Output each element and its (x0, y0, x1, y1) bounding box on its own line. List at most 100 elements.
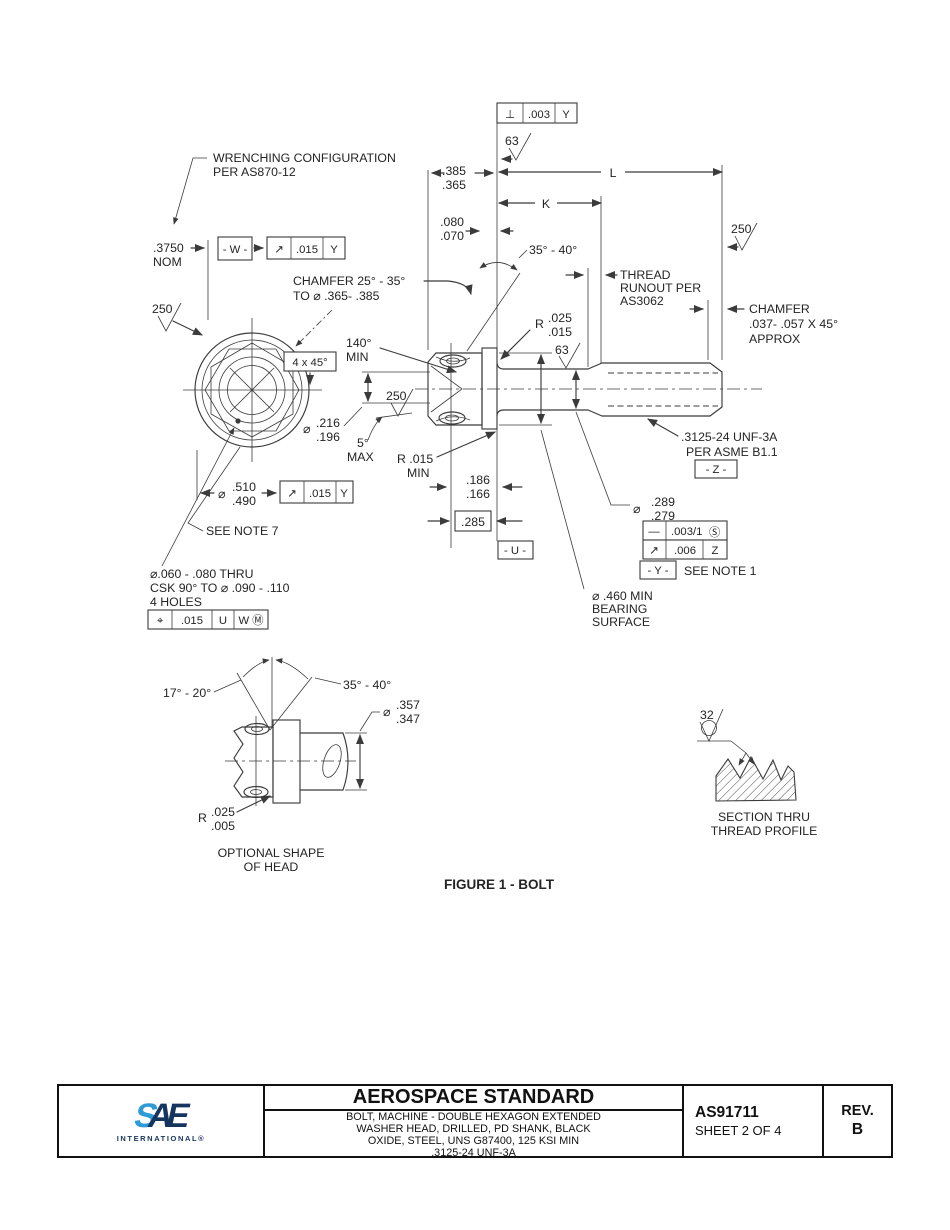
shank-diameter: ⌀ .289 .279 (571, 369, 675, 523)
svg-text:.186: .186 (466, 473, 490, 487)
svg-text:250: 250 (731, 222, 752, 236)
svg-text:.357: .357 (396, 698, 420, 712)
fcf-perpendicularity: ⊥ .003 Y (496, 102, 578, 124)
see-note-1: SEE NOTE 1 (684, 564, 757, 578)
svg-text:17° - 20°: 17° - 20° (163, 686, 211, 700)
svg-text:.025: .025 (211, 805, 235, 819)
svg-text:4 HOLES: 4 HOLES (150, 595, 202, 609)
sae-logo: S A E INTERNATIONAL® (59, 1086, 263, 1156)
description-line: .3125-24 UNF-3A (431, 1147, 516, 1159)
svg-text:⌀: ⌀ (383, 705, 390, 719)
surface-finish-63-shank: 63 (555, 342, 581, 369)
datum-z: - Z - (706, 464, 727, 476)
surface-finish-63-head: 63 (500, 132, 532, 164)
svg-text:.196: .196 (316, 430, 340, 444)
svg-text:.006: .006 (674, 545, 696, 557)
figure-caption: FIGURE 1 - BOLT (444, 877, 555, 892)
svg-text:.015: .015 (309, 488, 331, 500)
svg-text:Y: Y (330, 244, 338, 256)
standard-title: AEROSPACE STANDARD (265, 1086, 682, 1111)
svg-text:MAX: MAX (347, 450, 374, 464)
svg-text:.490: .490 (232, 494, 256, 508)
surface-finish-250-scallop: 250 (375, 388, 414, 419)
datum-y: - Y - SEE NOTE 1 (639, 560, 757, 580)
svg-text:.015: .015 (296, 244, 318, 256)
svg-text:R: R (198, 811, 207, 825)
dim-overall-length: L (610, 166, 617, 180)
dim-flange-thk-min: .070 (440, 229, 464, 243)
svg-text:AS3062: AS3062 (620, 294, 664, 308)
svg-text:SURFACE: SURFACE (592, 615, 650, 629)
description-line: BOLT, MACHINE - DOUBLE HEXAGON EXTENDED (346, 1111, 601, 1123)
basic-dim-285: .285 (461, 515, 485, 529)
document-number: AS91711 (695, 1104, 759, 1121)
drilled-holes-note: ⌀.060 - .080 THRU CSK 90° TO ⌀ .090 - .1… (147, 427, 290, 630)
svg-text:.005: .005 (211, 819, 235, 833)
svg-text:BEARING: BEARING (592, 602, 647, 616)
wrenching-note: WRENCHING CONFIGURATION PER AS870-12 (173, 151, 396, 225)
svg-text:R: R (535, 317, 544, 331)
svg-text:.037- .057 X 45°: .037- .057 X 45° (749, 317, 838, 331)
svg-text:THREAD: THREAD (620, 268, 671, 282)
svg-text:.216: .216 (316, 416, 340, 430)
svg-text:.003/1: .003/1 (671, 526, 702, 538)
svg-text:.025: .025 (548, 311, 572, 325)
fcf-position: ⌖ .015 U W Ⓜ (147, 609, 269, 630)
svg-text:MIN: MIN (407, 466, 430, 480)
svg-text:.3750: .3750 (153, 241, 184, 255)
svg-text:.289: .289 (651, 495, 675, 509)
engineering-drawing: L K .385 .365 .080 .070 ⊥ .003 Y 63 (147, 102, 838, 892)
bolt-side-view: 63 R .025 .015 ⌀ .289 .279 — .003/1 Ⓢ (303, 311, 778, 629)
svg-text:NOM: NOM (153, 255, 182, 269)
svg-text:CHAMFER: CHAMFER (749, 302, 810, 316)
head-chamfer-note: CHAMFER 25° - 35° TO ⌀ .365- .385 (293, 274, 473, 303)
svg-text:U: U (219, 615, 227, 627)
sae-logo-letters: S A E (130, 1097, 191, 1135)
svg-text:⌀ .460 MIN: ⌀ .460 MIN (592, 589, 653, 603)
datum-u: - U - (504, 545, 526, 557)
svg-text:63: 63 (555, 343, 569, 357)
see-note-7: SEE NOTE 7 (187, 446, 279, 538)
svg-text:Ⓢ: Ⓢ (709, 526, 720, 539)
fcf-straightness: — .003/1 Ⓢ (642, 520, 728, 541)
svg-text:5°: 5° (357, 436, 369, 450)
svg-text:63: 63 (505, 134, 519, 148)
svg-text:R .015: R .015 (397, 452, 433, 466)
svg-text:.3125-24 UNF-3A: .3125-24 UNF-3A (681, 430, 778, 444)
optional-head-view: ⌀ .357 .347 17° - 20° 35° - 40° R .025 .… (163, 657, 420, 874)
svg-text:Y: Y (340, 488, 348, 500)
svg-text:MIN: MIN (346, 350, 369, 364)
dim-grip-length: K (542, 197, 551, 211)
title-block-main: AEROSPACE STANDARD BOLT, MACHINE - DOUBL… (263, 1086, 684, 1159)
svg-text:W Ⓜ: W Ⓜ (238, 614, 263, 627)
svg-text:35° - 40°: 35° - 40° (343, 678, 391, 692)
datum-w: - W - (223, 244, 248, 256)
svg-text:- Y -: - Y - (648, 565, 669, 577)
svg-text:35° - 40°: 35° - 40° (529, 243, 577, 257)
section-caption-2: THREAD PROFILE (711, 824, 818, 838)
svg-text:PER ASME B1.1: PER ASME B1.1 (686, 445, 778, 459)
dim-flange-thk-max: .080 (440, 215, 464, 229)
svg-text:APPROX: APPROX (749, 332, 800, 346)
svg-text:SEE NOTE 7: SEE NOTE 7 (206, 524, 279, 538)
document-number-cell: AS91711 SHEET 2 OF 4 (684, 1086, 822, 1156)
svg-text:RUNOUT PER: RUNOUT PER (620, 281, 701, 295)
thread-profile-shape (715, 755, 797, 802)
svg-text:.347: .347 (396, 712, 420, 726)
scallop-dims: 140° MIN 250 ⌀ .216 .196 5° MAX R .015 M… (303, 336, 496, 480)
wrench-flats-dim: .3750 NOM - W - ↗ .015 Y (153, 236, 346, 320)
svg-text:TO ⌀ .365- .385: TO ⌀ .365- .385 (293, 289, 380, 303)
dim-head-height-min: .365 (442, 178, 466, 192)
svg-text:CHAMFER 25° - 35°: CHAMFER 25° - 35° (293, 274, 405, 288)
sae-logo-subtitle: INTERNATIONAL® (116, 1134, 206, 1143)
svg-text:Y: Y (562, 109, 570, 121)
dim-head-height-max: .385 (442, 164, 466, 178)
corner-chamfer-note: 4 x 45° (283, 309, 337, 386)
rev-value: B (851, 1121, 864, 1138)
runout-symbol: ↗ (287, 488, 296, 500)
opt-head-dia: ⌀ .357 .347 (345, 698, 420, 791)
svg-text:PER AS870-12: PER AS870-12 (213, 165, 296, 179)
surface-finish-250-end: 250 (726, 222, 758, 252)
fillet-radius-note: R .025 .015 (500, 311, 572, 360)
